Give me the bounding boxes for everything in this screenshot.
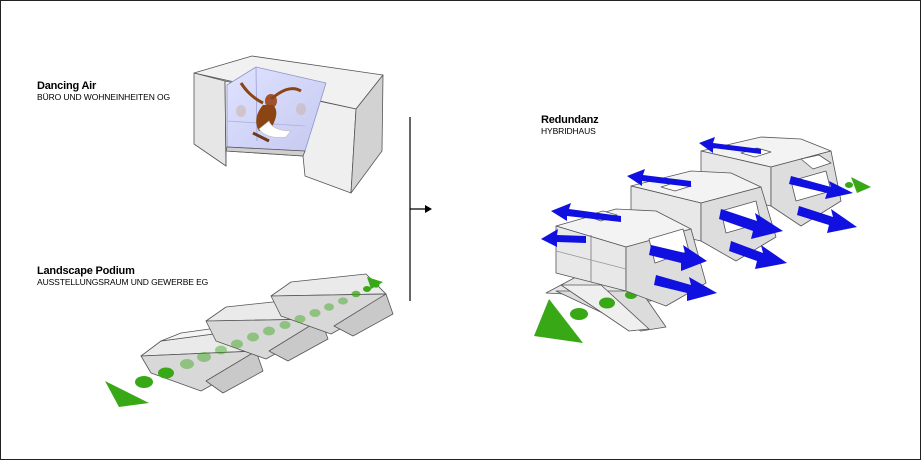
- redundanz-blue-arrows: [541, 137, 857, 301]
- redundanz-green-path: [534, 177, 871, 343]
- blue-arrow-right-icon: [654, 275, 717, 301]
- blue-arrow-right-icon: [729, 241, 787, 269]
- arrow-right-icon: [409, 117, 432, 301]
- dancer-figure-icon: [236, 82, 306, 143]
- landscape-podium-volumes: [140, 273, 394, 394]
- blue-arrow-right-icon: [797, 206, 857, 233]
- redundanz-modules: [555, 136, 842, 307]
- blue-arrow-right-icon: [719, 209, 783, 239]
- blue-arrow-left-icon: [541, 229, 586, 247]
- label-dancing-air: Dancing Air BÜRO UND WOHNEINHEITEN OG: [37, 81, 170, 103]
- label-redundanz: Redundanz HYBRIDHAUS: [541, 114, 599, 137]
- blue-arrow-right-icon: [789, 176, 853, 199]
- podium-green-path: [105, 277, 383, 407]
- landscape-podium-subtitle: AUSSTELLUNGSRAUM UND GEWERBE EG: [37, 277, 209, 287]
- label-landscape-podium: Landscape Podium AUSSTELLUNGSRAUM UND GE…: [37, 266, 208, 288]
- blue-arrow-left-icon: [551, 203, 621, 222]
- landscape-podium-title: Landscape Podium: [37, 265, 135, 277]
- blue-arrow-right-icon: [649, 245, 707, 271]
- redundanz-title: Redundanz: [541, 114, 599, 126]
- dancing-air-subtitle: BÜRO UND WOHNEINHEITEN OG: [37, 92, 171, 102]
- dancing-air-title: Dancing Air: [37, 80, 97, 92]
- redundanz-subtitle: HYBRIDHAUS: [541, 126, 596, 136]
- dancing-air-volume: [193, 55, 384, 194]
- blue-arrow-left-icon: [627, 169, 691, 187]
- blue-arrow-left-icon: [699, 137, 761, 154]
